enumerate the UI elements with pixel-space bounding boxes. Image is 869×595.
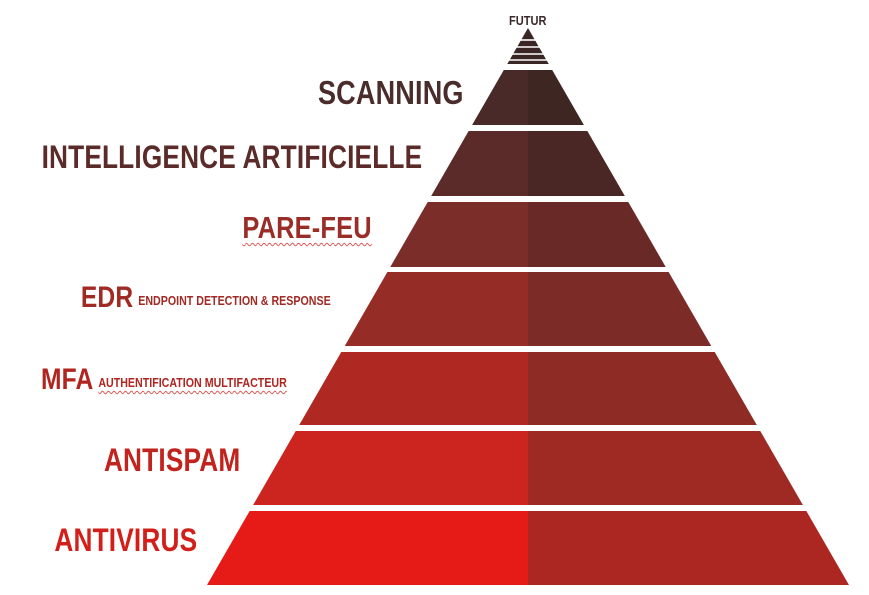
- level-label-text: PARE-FEU: [242, 210, 372, 245]
- pyramid-level-left: [431, 131, 528, 196]
- pyramid-apex: [507, 28, 549, 64]
- pyramid-level-left: [344, 272, 528, 346]
- level-label-text: ANTIVIRUS: [54, 522, 197, 558]
- pyramid-level-left: [207, 511, 528, 585]
- level-label-text: SCANNING: [318, 74, 464, 111]
- level-label-text: MFA: [41, 363, 94, 396]
- pyramid-level-right: [528, 431, 803, 505]
- level-label-mfa: MFA AUTHENTIFICATION MULTIFACTEUR: [41, 365, 287, 395]
- level-sublabel-edr: ENDPOINT DETECTION & RESPONSE: [138, 293, 331, 308]
- pyramid-level-left: [253, 431, 528, 505]
- pyramid-level-right: [528, 511, 849, 585]
- pyramid-level-right: [528, 70, 584, 125]
- pyramid-level-left: [472, 70, 528, 125]
- level-sublabel-mfa: AUTHENTIFICATION MULTIFACTEUR: [98, 375, 287, 390]
- level-label-edr: EDR ENDPOINT DETECTION & RESPONSE: [81, 283, 331, 313]
- apex-label: FUTUR: [509, 13, 547, 28]
- level-label-text: INTELLIGENCE ARTIFICIELLE: [41, 139, 422, 175]
- level-label-antivirus: ANTIVIRUS: [54, 524, 197, 556]
- level-label-antispam: ANTISPAM: [104, 444, 240, 476]
- level-label-text: EDR: [81, 281, 134, 314]
- pyramid-level-left: [299, 352, 528, 425]
- level-label-scanning: SCANNING: [318, 76, 464, 109]
- pyramid-level-right: [528, 131, 625, 196]
- pyramid-level-right: [528, 202, 666, 267]
- level-label-text: ANTISPAM: [103, 442, 240, 478]
- pyramid-level-right: [528, 272, 712, 346]
- level-label-firewall: PARE-FEU: [243, 212, 372, 243]
- level-label-ai: INTELLIGENCE ARTIFICIELLE: [41, 141, 422, 173]
- pyramid-level-left: [390, 202, 528, 267]
- pyramid-level-right: [528, 352, 757, 425]
